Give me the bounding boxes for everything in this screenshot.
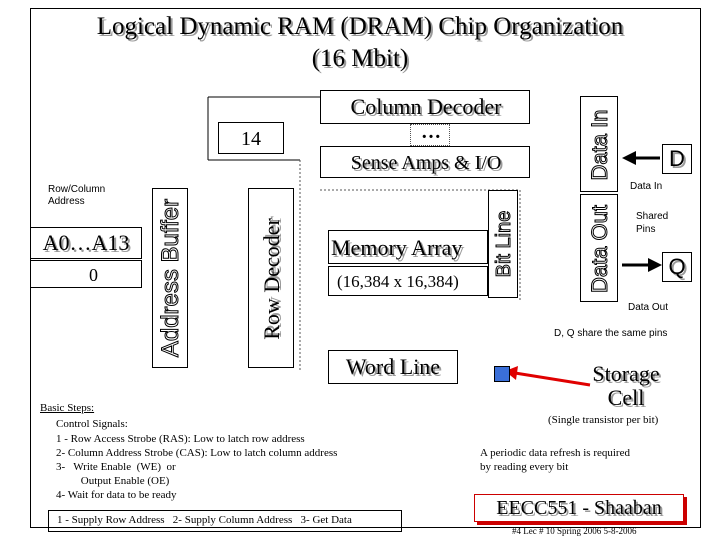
bit-line-label: Bit Line bbox=[493, 210, 516, 278]
data-out-box: Data Out bbox=[580, 194, 618, 302]
row-column-address-label: Row/Column Address bbox=[48, 184, 106, 207]
refresh-note: A periodic data refresh is required by r… bbox=[480, 447, 630, 473]
d-pin-label: D bbox=[669, 146, 685, 171]
supply-steps-label: 1 - Supply Row Address 2- Supply Column … bbox=[57, 514, 352, 526]
control-signals-heading: Control Signals: bbox=[56, 418, 128, 430]
array-size-box: (16,384 x 16,384) bbox=[328, 266, 488, 296]
data-in-wrap: Data In bbox=[552, 109, 648, 181]
sense-amps-box: Sense Amps & I/O bbox=[320, 146, 530, 178]
basic-steps-heading: Basic Steps: bbox=[40, 402, 95, 414]
data-in-box: Data In bbox=[580, 96, 618, 192]
d-pin-box: D bbox=[662, 144, 692, 174]
footer-label: #4 Lec # 10 Spring 2006 5-8-2006 bbox=[512, 526, 637, 536]
column-decoder-box: Column Decoder bbox=[320, 90, 530, 124]
course-badge: EECC551 - Shaaban bbox=[474, 494, 684, 522]
sense-amps-label: Sense Amps & I/O bbox=[350, 152, 502, 174]
row-decoder-label: Row Decoder bbox=[259, 218, 284, 340]
single-transistor-label: (Single transistor per bit) bbox=[548, 414, 659, 426]
address-width-box: 14 bbox=[218, 122, 284, 154]
word-line-label: Word Line bbox=[345, 354, 441, 379]
data-in-label: Data In bbox=[630, 181, 663, 192]
slide-title: Logical Dynamic RAM (DRAM) Chip Organiza… bbox=[96, 13, 624, 40]
q-pin-label: Q bbox=[668, 254, 686, 279]
memory-array-label: Memory Array bbox=[331, 235, 463, 260]
address-buffer-box: Address Buffer bbox=[152, 188, 188, 368]
slide-subtitle: (16 Mbit) bbox=[311, 45, 409, 72]
word-line-box: Word Line bbox=[328, 350, 458, 384]
storage-cell-label: Storage Cell bbox=[592, 361, 660, 410]
address-pins-box: A0…A13 bbox=[30, 227, 142, 259]
storage-cell-square bbox=[494, 366, 510, 382]
bit-line-box: Bit Line bbox=[488, 190, 518, 298]
step-4: 4- Wait for data to be ready bbox=[56, 489, 177, 501]
step-3: 3- Write Enable (WE) or bbox=[56, 461, 176, 473]
column-ellipsis: … bbox=[421, 121, 441, 143]
row-decoder-box: Row Decoder bbox=[248, 188, 294, 368]
shared-pins-label: Shared Pins bbox=[636, 211, 669, 235]
step-1: 1 - Row Access Strobe (RAS): Low to latc… bbox=[56, 433, 305, 445]
data-in-box-label: Data In bbox=[587, 109, 613, 181]
address-width-label: 14 bbox=[241, 128, 261, 150]
column-ellipsis-box: … bbox=[410, 121, 450, 146]
data-out-box-label: Data Out bbox=[587, 204, 613, 294]
dq-share-label: D, Q share the same pins bbox=[554, 328, 668, 339]
data-out-label: Data Out bbox=[628, 302, 669, 313]
course-label: EECC551 - Shaaban bbox=[496, 497, 662, 519]
q-pin-box: Q bbox=[662, 252, 692, 282]
step-3b: Output Enable (OE) bbox=[56, 475, 170, 487]
step-2: 2- Column Address Strobe (CAS): Low to l… bbox=[56, 447, 338, 459]
array-size-label: (16,384 x 16,384) bbox=[337, 272, 459, 291]
bit-line-wrap: Bit Line bbox=[450, 210, 558, 278]
address-pins-label: A0…A13 bbox=[42, 230, 130, 255]
memory-array-box: Memory Array bbox=[328, 230, 488, 264]
address-zero-box: 0 bbox=[30, 260, 142, 288]
address-zero-label: 0 bbox=[89, 265, 98, 285]
supply-steps-box: 1 - Supply Row Address 2- Supply Column … bbox=[48, 510, 402, 532]
column-decoder-label: Column Decoder bbox=[350, 94, 502, 119]
